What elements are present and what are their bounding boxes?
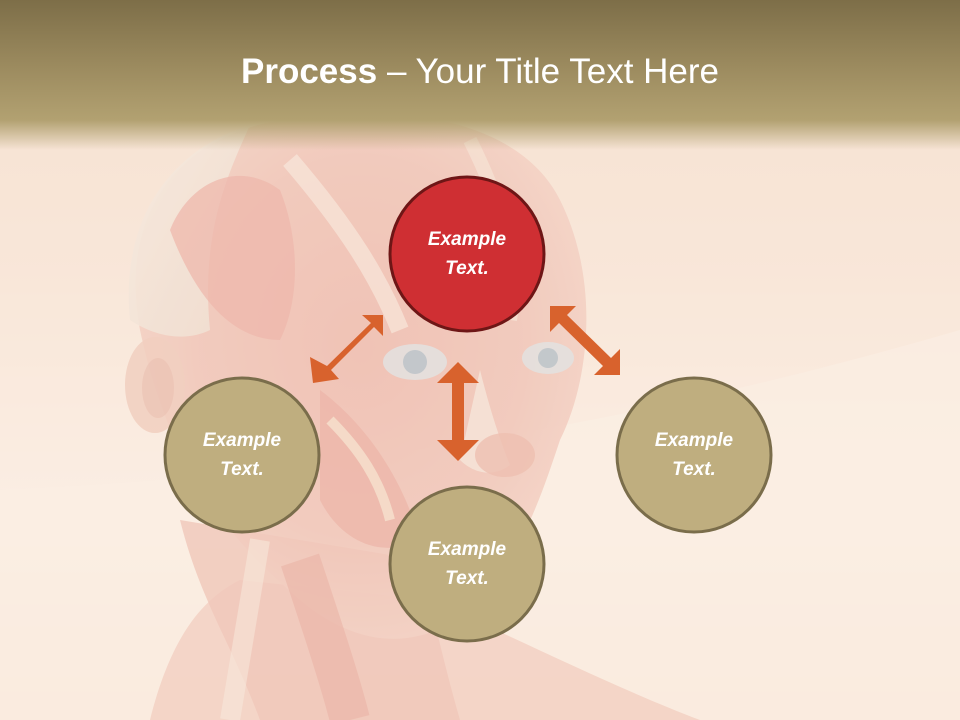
node-label-top-line2: Text. <box>445 258 489 279</box>
slide-title: Process – Your Title Text Here <box>0 52 960 92</box>
node-circle-left <box>163 376 321 534</box>
node-label-right-line1: Example <box>654 430 734 451</box>
node-label-left-line1: Example <box>202 430 282 451</box>
title-banner <box>0 0 960 150</box>
node-label-right: Example Text. <box>619 426 769 484</box>
node-circle-right <box>615 376 773 534</box>
title-rest-text: – Your Title Text Here <box>377 52 719 91</box>
node-label-bottom-line1: Example <box>427 539 507 560</box>
node-label-left-line2: Text. <box>220 459 264 480</box>
node-circle-top <box>388 175 546 333</box>
arrow-top-left <box>310 315 383 383</box>
node-label-bottom-line2: Text. <box>445 568 489 589</box>
node-label-bottom: Example Text. <box>392 535 542 593</box>
node-circle-bottom <box>388 485 546 643</box>
arrow-top-right <box>550 306 620 375</box>
arrow-vertical <box>437 362 479 461</box>
node-label-top: Example Text. <box>392 225 542 283</box>
node-label-left: Example Text. <box>167 426 317 484</box>
node-label-top-line1: Example <box>427 229 507 250</box>
node-label-right-line2: Text. <box>672 459 716 480</box>
title-bold-text: Process <box>241 52 378 91</box>
